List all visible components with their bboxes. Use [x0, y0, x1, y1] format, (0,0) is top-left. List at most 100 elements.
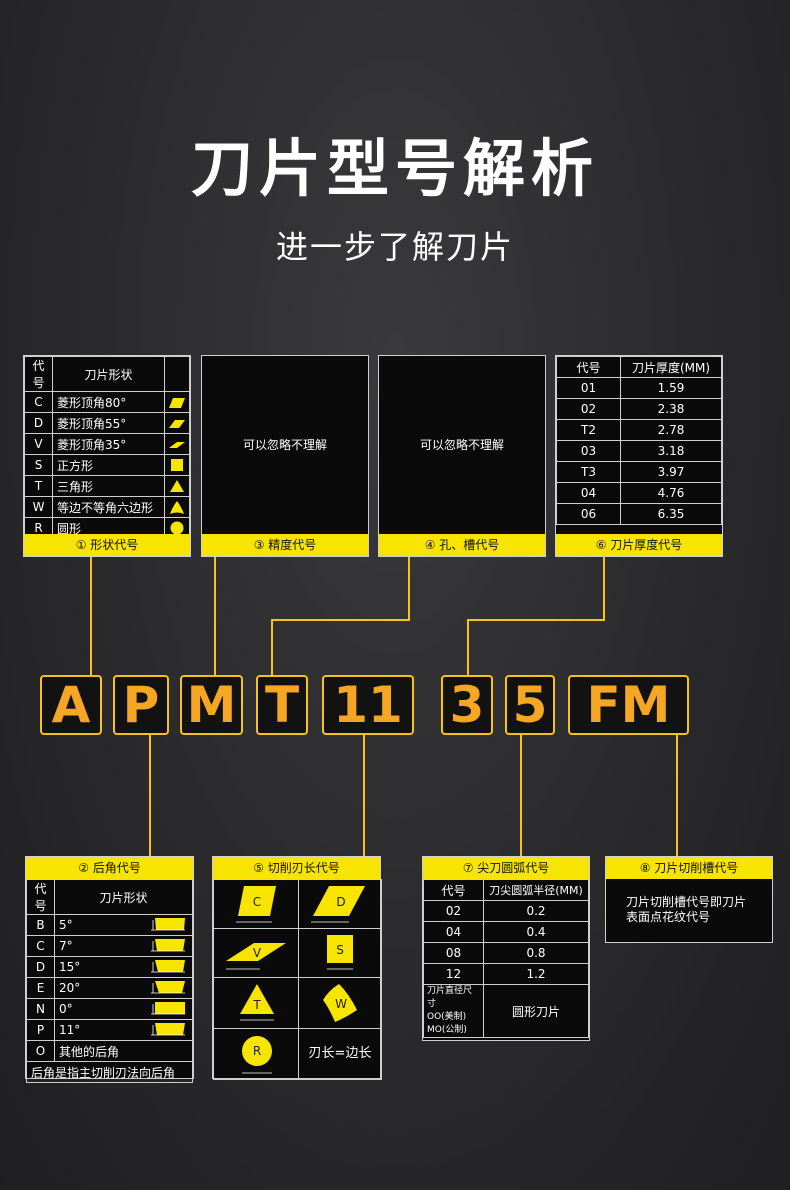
connector-line — [149, 735, 151, 856]
table-row: 后角是指主切削刃法向后角 — [26, 1061, 193, 1083]
rhombus-35-icon — [164, 433, 190, 455]
svg-text:S: S — [336, 943, 344, 957]
thickness-header-code: 代号 — [556, 356, 621, 378]
thickness-header-value: 刀片厚度(MM) — [620, 356, 722, 378]
page-subtitle: 进一步了解刀片 — [275, 228, 514, 266]
thickness-code-caption: ⑥ 刀片厚度代号 — [556, 534, 722, 556]
edge-length-panel: ⑤ 切削刃长代号 C D V S T W R 刃长=边长 — [212, 856, 382, 1080]
rhombus-80-icon — [164, 391, 190, 413]
svg-text:D: D — [336, 895, 345, 909]
svg-text:T: T — [252, 998, 261, 1012]
square-icon — [164, 454, 190, 476]
edge-shape-w: W — [298, 977, 382, 1029]
shape-header-name: 刀片形状 — [52, 356, 165, 392]
connector-line — [90, 557, 92, 675]
connector-line — [676, 735, 678, 856]
svg-text:W: W — [335, 997, 347, 1011]
connector-line — [467, 619, 469, 675]
code-digits-11: 11 — [322, 675, 414, 735]
table-row: C 菱形顶角80° — [24, 391, 190, 413]
connector-line — [214, 557, 216, 675]
nose-radius-caption: ⑦ 尖刀圆弧代号 — [423, 857, 589, 879]
edge-length-note: 刃长=边长 — [308, 1046, 372, 1061]
code-digit-3: 3 — [441, 675, 493, 735]
edge-shape-r: R — [213, 1028, 299, 1080]
edge-shape-t: T — [213, 977, 299, 1029]
edge-shape-s: S — [298, 928, 382, 978]
hole-code-caption: ④ 孔、槽代号 — [379, 534, 545, 556]
table-row: W 等边不等角六边形 — [24, 496, 190, 518]
hole-note: 可以忽略不理解 — [419, 438, 504, 452]
shape-table: 代号 刀片形状 C 菱形顶角80° D 菱形顶角55° V 菱形顶角35° S … — [24, 356, 190, 539]
clearance-angle-icon — [142, 977, 193, 999]
code-digit-5: 5 — [505, 675, 555, 735]
edge-shape-v: V — [213, 928, 299, 978]
clearance-footer: 后角是指主切削刃法向后角 — [26, 1061, 193, 1083]
edge-shape-c: C — [213, 879, 299, 929]
svg-text:R: R — [253, 1044, 261, 1058]
chipbreaker-text: 刀片切削槽代号即刀片 表面点花纹代号 — [626, 895, 747, 924]
clearance-angle-icon — [142, 998, 193, 1020]
connector-line — [363, 735, 365, 856]
svg-text:V: V — [253, 946, 262, 960]
trigon-icon — [164, 496, 190, 518]
connector-line — [271, 619, 410, 621]
svg-text:C: C — [253, 895, 261, 909]
table-row: T 三角形 — [24, 475, 190, 497]
table-row: V 菱形顶角35° — [24, 433, 190, 455]
precision-code-caption: ③ 精度代号 — [202, 534, 368, 556]
code-letter-t: T — [256, 675, 308, 735]
page-title: 刀片型号解析 — [190, 132, 599, 205]
clearance-code-caption: ② 后角代号 — [26, 857, 193, 879]
table-row: S 正方形 — [24, 454, 190, 476]
code-letter-m: M — [180, 675, 243, 735]
edge-length-caption: ⑤ 切削刃长代号 — [213, 857, 380, 879]
table-row: R 圆形 — [24, 517, 190, 539]
connector-line — [408, 557, 410, 620]
triangle-icon — [164, 475, 190, 497]
precision-note: 可以忽略不理解 — [242, 438, 327, 452]
code-letters-fm: FM — [568, 675, 689, 735]
code-letter-p: P — [113, 675, 169, 735]
shape-code-caption: ① 形状代号 — [24, 534, 190, 556]
clearance-angle-icon — [142, 956, 193, 978]
table-row: D 菱形顶角55° — [24, 412, 190, 434]
clearance-angle-icon — [142, 1019, 193, 1041]
precision-code-panel: 可以忽略不理解 ③ 精度代号 — [201, 355, 369, 557]
connector-line — [603, 557, 605, 620]
shape-code-panel: 代号 刀片形状 C 菱形顶角80° D 菱形顶角55° V 菱形顶角35° S … — [23, 355, 191, 557]
connector-line — [271, 619, 273, 675]
chipbreaker-caption: ⑧ 刀片切削槽代号 — [606, 857, 772, 879]
circle-icon — [164, 517, 190, 539]
rhombus-55-icon — [164, 412, 190, 434]
clearance-angle-icon — [142, 935, 193, 957]
edge-shape-d: D — [298, 879, 382, 929]
shape-header-code: 代号 — [24, 356, 53, 392]
clearance-angle-icon — [142, 914, 193, 936]
hole-code-panel: 可以忽略不理解 ④ 孔、槽代号 — [378, 355, 546, 557]
